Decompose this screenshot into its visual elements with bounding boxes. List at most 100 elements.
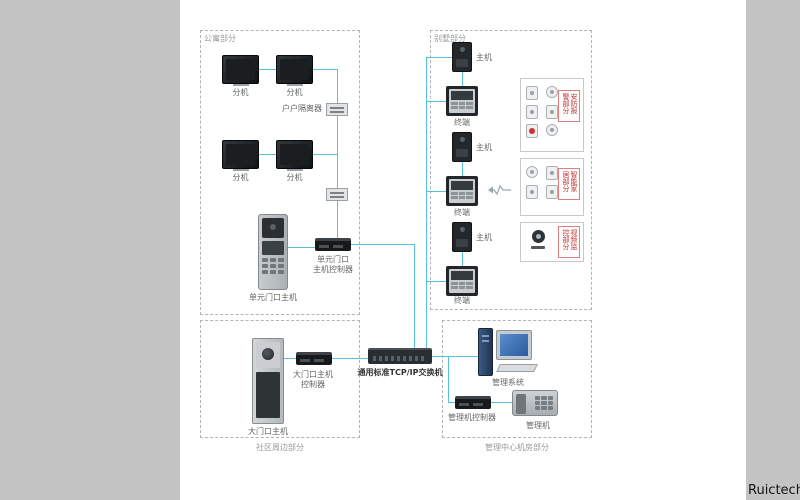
connector bbox=[284, 358, 296, 359]
villa-section-title: 别墅部分 bbox=[434, 34, 466, 43]
community-section-box bbox=[200, 320, 360, 438]
villa-host bbox=[452, 222, 472, 252]
door-station-label: 单元门口主机 bbox=[249, 293, 297, 302]
connector bbox=[330, 358, 368, 359]
cctv-box-label: 视频监控部分 bbox=[558, 226, 580, 258]
wireless-arrow-icon bbox=[488, 184, 511, 196]
curtain-icon bbox=[546, 185, 558, 199]
siren-icon bbox=[546, 124, 558, 136]
socket-icon bbox=[546, 166, 558, 180]
connector bbox=[337, 69, 338, 238]
management-section-title: 管理中心机房部分 bbox=[485, 443, 549, 452]
gate-station-label: 大门口主机 bbox=[248, 427, 288, 436]
connector bbox=[432, 356, 478, 357]
switch-label: 通用标准TCP/IP交换机 bbox=[357, 368, 443, 377]
gate-controller-label: 大门口主机 控制器 bbox=[293, 370, 333, 389]
connector bbox=[462, 72, 463, 86]
monitor-screen bbox=[280, 59, 309, 80]
management-controller bbox=[455, 396, 491, 409]
monitor-screen bbox=[226, 144, 255, 165]
ip-camera-icon bbox=[530, 230, 546, 249]
connector bbox=[414, 244, 415, 348]
panic-button-icon bbox=[526, 124, 538, 138]
floor-isolator bbox=[326, 103, 348, 116]
management-controller-label: 管理机控制器 bbox=[448, 413, 496, 422]
connector bbox=[259, 69, 276, 70]
door-station-camera bbox=[262, 218, 284, 238]
pc-keyboard bbox=[496, 364, 538, 372]
connector bbox=[426, 191, 446, 192]
connector bbox=[426, 281, 446, 282]
door-contact-icon bbox=[546, 105, 558, 119]
community-section-title: 社区周边部分 bbox=[256, 443, 304, 452]
monitor-label: 分机 bbox=[286, 88, 303, 97]
apartment-section-box bbox=[200, 30, 360, 315]
floor-isolator bbox=[326, 188, 348, 201]
isolator-label: 户户隔离器 bbox=[282, 104, 322, 113]
management-system-label: 管理系统 bbox=[492, 378, 524, 387]
light-icon bbox=[526, 166, 538, 178]
unit-door-station bbox=[258, 214, 288, 290]
connector bbox=[288, 247, 315, 248]
villa-terminal-label: 终端 bbox=[454, 208, 470, 217]
villa-host-label: 主机 bbox=[476, 233, 492, 242]
unit-door-controller bbox=[315, 238, 351, 251]
phone-keypad bbox=[535, 396, 553, 410]
smarthome-box-label: 智能家居部分 bbox=[558, 168, 580, 200]
door-station-screen bbox=[262, 241, 284, 255]
smoke-detector-icon bbox=[526, 86, 538, 100]
gas-detector-icon bbox=[546, 86, 558, 98]
villa-host bbox=[452, 132, 472, 162]
phone-handset bbox=[516, 394, 526, 414]
management-phone bbox=[512, 390, 558, 416]
connector bbox=[426, 57, 454, 58]
door-station-keypad bbox=[262, 258, 284, 274]
indoor-monitor bbox=[276, 55, 313, 86]
brand-logo: Ruictech bbox=[748, 483, 800, 498]
pc-monitor bbox=[496, 330, 532, 360]
gate-camera bbox=[256, 342, 280, 368]
villa-terminal bbox=[446, 86, 478, 116]
villa-section-box bbox=[430, 30, 592, 310]
villa-terminal bbox=[446, 176, 478, 206]
villa-host-label: 主机 bbox=[476, 143, 492, 152]
monitor-label: 分机 bbox=[232, 88, 249, 97]
connector bbox=[426, 57, 427, 348]
management-section-box bbox=[442, 320, 592, 438]
smarthome-icon-grid bbox=[526, 166, 558, 199]
monitor-screen bbox=[280, 144, 309, 165]
connector bbox=[462, 162, 463, 176]
villa-terminal-label: 终端 bbox=[454, 296, 470, 305]
connector bbox=[313, 154, 337, 155]
indoor-monitor bbox=[222, 140, 259, 171]
indoor-monitor bbox=[222, 55, 259, 86]
pc-screen bbox=[500, 334, 528, 356]
villa-host-label: 主机 bbox=[476, 53, 492, 62]
ac-panel-icon bbox=[526, 185, 538, 199]
connector bbox=[462, 252, 463, 266]
monitor-screen bbox=[226, 59, 255, 80]
connector bbox=[448, 402, 455, 403]
gate-panel bbox=[256, 372, 280, 418]
tcpip-switch bbox=[368, 348, 432, 364]
connector bbox=[313, 69, 337, 70]
monitor-label: 分机 bbox=[232, 173, 249, 182]
unit-door-controller-label: 单元门口 主机控制器 bbox=[313, 255, 353, 274]
pir-sensor-icon bbox=[526, 105, 538, 119]
indoor-monitor bbox=[276, 140, 313, 171]
connector bbox=[259, 154, 276, 155]
connector bbox=[426, 101, 446, 102]
security-icon-grid bbox=[526, 86, 558, 138]
diagram-canvas: 公寓部分 别墅部分 社区周边部分 管理中心机房部分 分机 分机 户户隔离 bbox=[180, 0, 746, 500]
villa-host bbox=[452, 42, 472, 72]
management-phone-label: 管理机 bbox=[526, 421, 550, 430]
apartment-section-title: 公寓部分 bbox=[204, 34, 236, 43]
security-box-label: 安防报警部分 bbox=[558, 90, 580, 122]
connector bbox=[489, 402, 512, 403]
villa-terminal bbox=[446, 266, 478, 296]
monitor-label: 分机 bbox=[286, 173, 303, 182]
pc-tower bbox=[478, 328, 493, 376]
connector bbox=[351, 244, 414, 245]
villa-terminal-label: 终端 bbox=[454, 118, 470, 127]
